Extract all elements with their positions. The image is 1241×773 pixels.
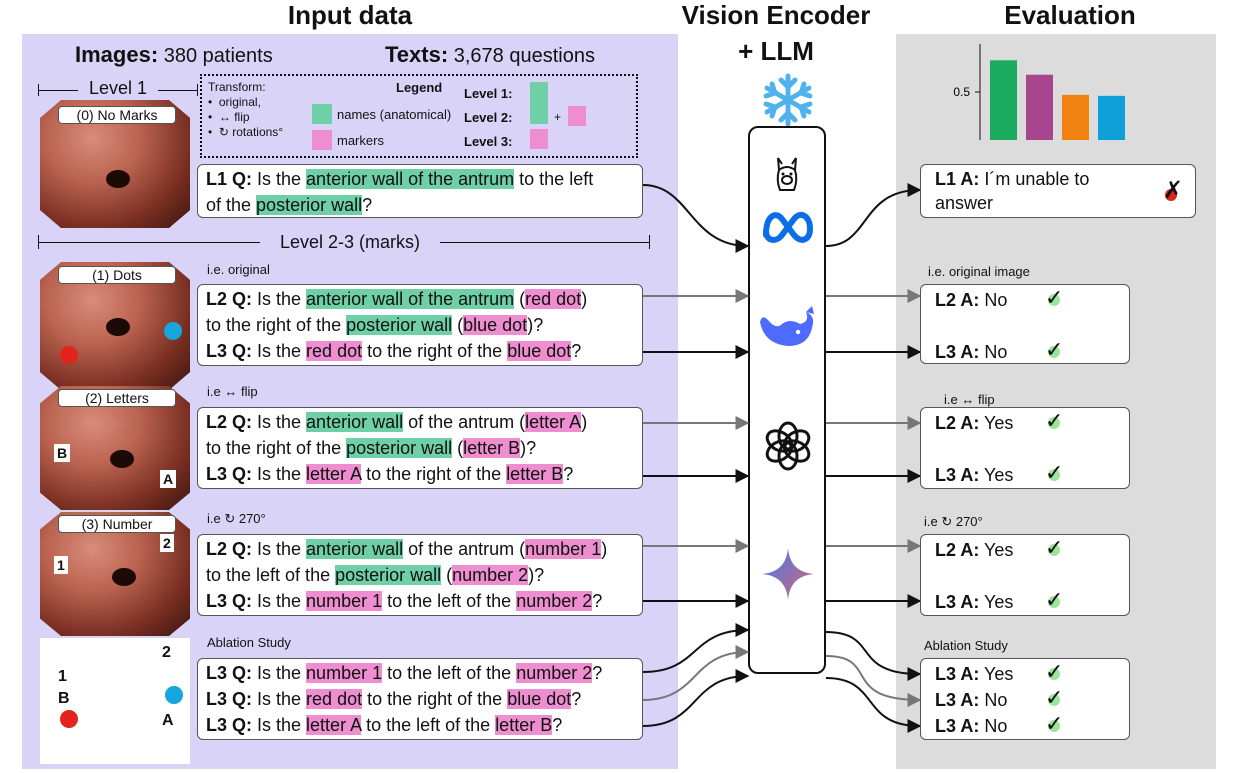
ablation-marker-image xyxy=(40,638,190,764)
level23-label: Level 2-3 (marks) xyxy=(260,232,440,253)
tag-no-marks: (0) No Marks xyxy=(58,106,176,124)
images-stat: Images: 380 patients xyxy=(75,42,273,67)
tag-dots: (1) Dots xyxy=(58,266,176,284)
legend-names-label: names (anatomical) xyxy=(337,107,452,122)
legend-names-swatch xyxy=(312,104,332,124)
eval-caption-rotation: i.e ↻ 270° xyxy=(924,514,983,529)
check-icon: ✓ xyxy=(1045,587,1064,612)
bar xyxy=(990,60,1017,140)
ablation-letter-b: B xyxy=(58,690,70,707)
letter-b-marker: B xyxy=(54,444,71,462)
answer-box-flip: L2 A: Yes L3 A: Yes ✓ ✓ xyxy=(920,407,1130,489)
eval-caption-ablation: Ablation Study xyxy=(924,638,1008,653)
ablation-number-2: 2 xyxy=(162,644,171,661)
legend-level12-green xyxy=(530,82,548,124)
texts-stat: Texts: 3,678 questions xyxy=(385,42,595,67)
accuracy-bar-chart: 0.5 xyxy=(953,44,1125,140)
evaluation-heading: Evaluation xyxy=(1004,0,1136,30)
answer-box-ablation: L3 A: Yes L3 A: No L3 A: No ✓ ✓ ✓ xyxy=(920,658,1130,740)
snowflake-icon xyxy=(758,72,818,128)
check-icon: ✓ xyxy=(1045,285,1064,310)
tag-letters: (2) Letters xyxy=(58,389,176,407)
tag-number: (3) Number xyxy=(58,515,176,533)
blue-dot-marker xyxy=(164,322,182,340)
llama-icon xyxy=(770,154,804,194)
eval-caption-flip: i.e ↔ flip xyxy=(944,392,995,407)
ablation-number-1: 1 xyxy=(58,668,67,685)
check-icon: ✓ xyxy=(1045,535,1064,560)
number-2-marker: 2 xyxy=(160,534,174,552)
cross-icon: ✗ xyxy=(1163,177,1184,204)
bar xyxy=(1026,74,1053,140)
deepseek-whale-icon xyxy=(754,298,820,352)
transform-title: Transform: xyxy=(208,80,266,94)
ablation-letter-a: A xyxy=(162,712,174,729)
caption-ablation: Ablation Study xyxy=(207,635,291,650)
check-icon: ✓ xyxy=(1045,460,1064,485)
legend-markers-label: markers xyxy=(337,133,384,148)
question-box-dots: L2 Q: Is the anterior wall of the antrum… xyxy=(197,284,643,366)
answer-box-l1: L1 A: I´m unable to answer ✗ xyxy=(920,164,1196,218)
caption-original: i.e. original xyxy=(207,262,270,277)
caption-flip: i.e ↔ flip xyxy=(207,384,258,399)
y-tick-label: 0.5 xyxy=(953,85,970,99)
red-dot-marker xyxy=(60,346,78,364)
y-tick-group: 0.5 xyxy=(953,85,980,99)
check-icon: ✓ xyxy=(1045,711,1064,736)
legend-plus: + xyxy=(554,110,562,124)
bar xyxy=(1062,94,1089,140)
eval-caption-original: i.e. original image xyxy=(928,264,1030,279)
check-icon: ✓ xyxy=(1045,337,1064,362)
openai-icon xyxy=(762,420,814,472)
bar-group xyxy=(990,60,1125,140)
caption-rotation: i.e ↻ 270° xyxy=(207,511,266,526)
legend-level3: Level 3: xyxy=(464,134,513,149)
legend-level2-pink xyxy=(568,106,586,126)
check-icon: ✓ xyxy=(1045,659,1064,684)
encoder-heading-line1: Vision Encoder xyxy=(681,0,871,30)
question-box-number: L2 Q: Is the anterior wall of the antrum… xyxy=(197,534,643,616)
question-box-ablation: L3 Q: Is the number 1 to the left of the… xyxy=(197,658,643,740)
legend-level3-pink xyxy=(530,129,548,149)
answer-box-rotation: L2 A: Yes L3 A: Yes ✓ ✓ xyxy=(920,534,1130,616)
evaluation-panel xyxy=(896,34,1216,769)
question-box-l1: L1 Q: Is the anterior wall of the antrum… xyxy=(197,164,643,218)
gemini-sparkle-icon xyxy=(760,546,816,602)
answer-box-original: L2 A: No L3 A: No ✓ ✓ xyxy=(920,284,1130,364)
level1-bracket: Level 1 xyxy=(38,78,198,100)
transform-list: • original, • ↔ flip • ↻ rotations° xyxy=(208,95,284,139)
bar xyxy=(1098,95,1125,140)
check-icon: ✓ xyxy=(1045,408,1064,433)
level23-bracket: Level 2-3 (marks) xyxy=(38,232,650,253)
legend-level2: Level 2: xyxy=(464,110,513,125)
level1-label: Level 1 xyxy=(78,78,158,99)
encoder-heading-line2: + LLM xyxy=(738,36,814,66)
ablation-red-dot xyxy=(60,710,78,728)
legend-box: Transform: • original, • ↔ flip • ↻ rota… xyxy=(200,74,638,158)
legend-title: Legend xyxy=(396,80,443,95)
check-icon: ✓ xyxy=(1045,685,1064,710)
legend-markers-swatch xyxy=(312,130,332,150)
meta-icon xyxy=(760,205,816,245)
ablation-blue-dot xyxy=(165,686,183,704)
input-data-heading: Input data xyxy=(287,0,413,30)
number-1-marker: 1 xyxy=(54,556,68,574)
question-box-letters: L2 Q: Is the anterior wall of the antrum… xyxy=(197,407,643,489)
legend-level1: Level 1: xyxy=(464,86,513,101)
letter-a-marker: A xyxy=(160,470,177,488)
